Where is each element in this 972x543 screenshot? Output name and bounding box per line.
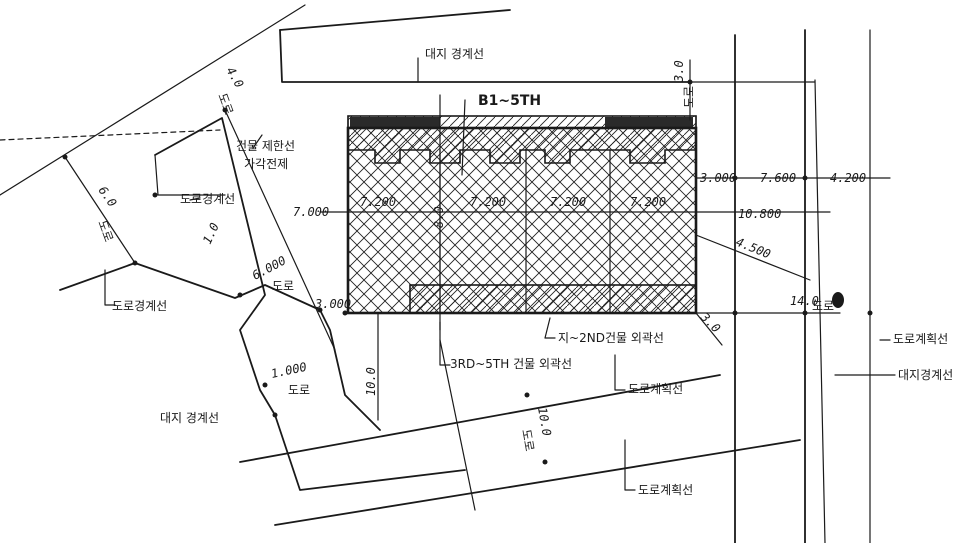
dim-10800: 10.800 [738, 207, 781, 221]
dim-7000: 7.000 [293, 205, 329, 219]
unit-road-6: 도로 [682, 86, 696, 108]
label-road-boundary-mid: 도로경계선 [180, 192, 235, 206]
dim-7200-b: 7.200 [470, 195, 506, 209]
label-road-boundary-left: 도로경계선 [112, 299, 167, 313]
dim-7200-d: 7.200 [630, 195, 666, 209]
unit-road-2: 도로 [95, 218, 116, 244]
road-lines-lower [239, 339, 801, 526]
dim-10-0-b: 10.0 [535, 406, 554, 437]
dim-6-0: 6.0 [96, 184, 120, 210]
label-site-boundary-right: 대지경계선 [898, 368, 953, 382]
label-building-limit: 건물 제한선 [236, 139, 295, 153]
dim-4200: 4.200 [830, 171, 866, 185]
road-boundary-left [59, 117, 466, 491]
dim-3000: 3.000 [699, 171, 736, 185]
dim-4-0: 4.0 [223, 65, 246, 91]
unit-road-3: 도로 [272, 279, 294, 293]
dim-8-0: 8.0 [432, 206, 446, 228]
dimension-texts: 3.000 7.600 4.200 7.000 7.200 7.200 7.20… [96, 60, 867, 437]
unit-road-4: 도로 [288, 383, 310, 397]
label-building-limit-sub: 가각전제 [244, 157, 288, 171]
dim-1000: 1.000 [270, 360, 308, 381]
label-road-plan-lower: 도로계획선 [628, 382, 683, 396]
dim-3-0-b: 3.0 [672, 60, 686, 83]
leaders [104, 57, 896, 491]
dim-3000-b: 3.000 [314, 297, 351, 311]
dim-7600: 7.600 [760, 171, 796, 185]
label-site-boundary-top: 대지 경계선 [425, 47, 484, 61]
dim-1-0: 1.0 [200, 221, 222, 247]
label-outline-3rd-5th: 3RD~5TH 건물 외곽선 [450, 357, 572, 371]
label-road-plan-bottom: 도로계획선 [638, 483, 693, 497]
site-boundary-top [0, 4, 691, 196]
extension-lines [319, 59, 891, 421]
building-footprint [346, 115, 698, 315]
unit-road-5: 도로 [519, 428, 537, 452]
right-boundary-lines [689, 29, 871, 543]
dimension-dots [62, 79, 873, 465]
label-floor-range: B1~5TH [478, 93, 541, 109]
unit-road-7: 도로 [812, 299, 834, 313]
dim-10-0: 10.0 [364, 367, 378, 396]
label-road-plan-right: 도로계획선 [893, 332, 948, 346]
unit-road-1: 도로 [215, 91, 236, 117]
dim-7200-c: 7.200 [550, 195, 586, 209]
text-labels: 대지 경계선 B1~5TH 건물 제한선 가각전제 도로경계선 도로경계선 대지… [112, 47, 953, 497]
planning-lines [0, 109, 336, 351]
label-outline-1st-2nd: 지~2ND건물 외곽선 [558, 331, 664, 345]
label-site-boundary-left: 대지 경계선 [160, 411, 219, 425]
dim-14-0: 14.0 [790, 294, 819, 308]
dim-7200-a: 7.200 [360, 195, 396, 209]
